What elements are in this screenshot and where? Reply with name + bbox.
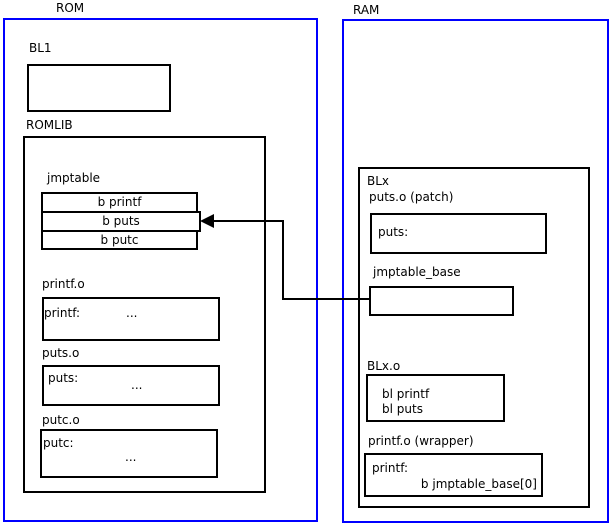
blx-o-box: bl printf bl puts — [366, 374, 505, 422]
putc-o-label: putc.o — [42, 413, 80, 427]
printf-o-label: printf.o — [42, 277, 85, 291]
putc-o-box: putc: ... — [40, 429, 218, 478]
romlib-label: ROMLIB — [26, 118, 73, 132]
putc-o-entry: putc: — [43, 436, 74, 450]
blx-box — [358, 167, 590, 508]
jmptable-base-label: jmptable_base — [373, 265, 461, 279]
puts-o-label: puts.o — [42, 346, 80, 360]
printf-o-entry: printf: — [44, 306, 81, 320]
romlib-box — [23, 136, 266, 493]
bl1-box — [27, 64, 171, 112]
jmptable-label: jmptable — [47, 171, 101, 185]
jmptable-row-b-puts: b puts — [41, 211, 201, 232]
printf-wrapper-box: printf: b jmptable_base[0] — [364, 453, 543, 497]
puts-patch-label: puts.o (patch) — [369, 190, 454, 204]
putc-o-ellipsis: ... — [125, 450, 137, 464]
bl1-label: BL1 — [29, 41, 52, 55]
puts-o-ellipsis: ... — [131, 378, 143, 392]
puts-patch-entry: puts: — [378, 225, 409, 239]
rom-label: ROM — [56, 1, 85, 15]
jmptable-row-b-printf: b printf — [41, 192, 198, 213]
ram-label: RAM — [353, 3, 380, 17]
blx-o-label: BLx.o — [367, 359, 401, 373]
printf-o-ellipsis: ... — [126, 306, 138, 320]
jmptable-base-box — [369, 286, 514, 316]
printf-wrapper-entry: printf: — [372, 461, 409, 475]
blx-label: BLx — [367, 174, 390, 188]
blx-o-line-bl-puts: bl puts — [382, 402, 423, 416]
puts-o-entry: puts: — [48, 371, 79, 385]
puts-o-box: puts: ... — [42, 365, 220, 406]
printf-wrapper-label: printf.o (wrapper) — [368, 434, 474, 448]
blx-o-line-bl-printf: bl printf — [382, 387, 430, 401]
printf-o-box: printf: ... — [42, 297, 220, 341]
puts-patch-box: puts: — [370, 213, 547, 254]
printf-wrapper-body: b jmptable_base[0] — [420, 477, 537, 491]
jmptable-row-b-putc: b putc — [41, 230, 198, 250]
